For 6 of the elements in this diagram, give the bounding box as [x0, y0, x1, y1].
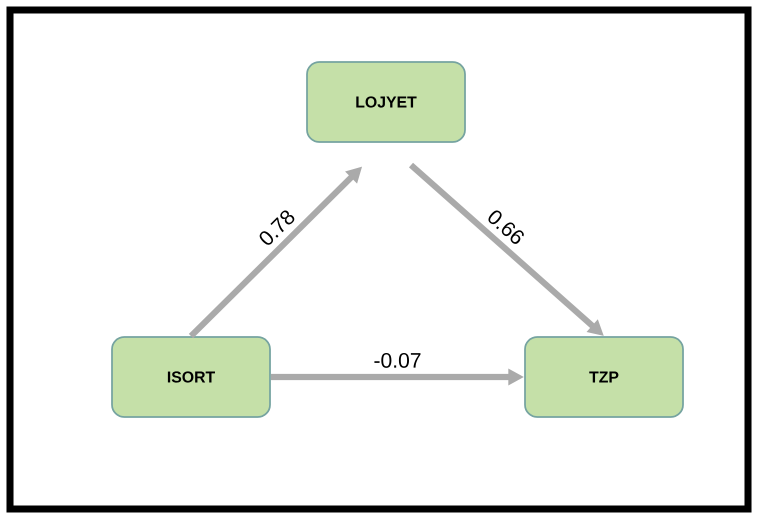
- process-box: ISORT: [111, 336, 271, 418]
- process-box: TZP: [524, 336, 684, 418]
- edge-label: 0.66: [483, 205, 529, 249]
- process-box: LOJYET: [306, 61, 466, 143]
- edge-label: 0.78: [254, 205, 300, 250]
- edge-label: -0.07: [372, 351, 424, 370]
